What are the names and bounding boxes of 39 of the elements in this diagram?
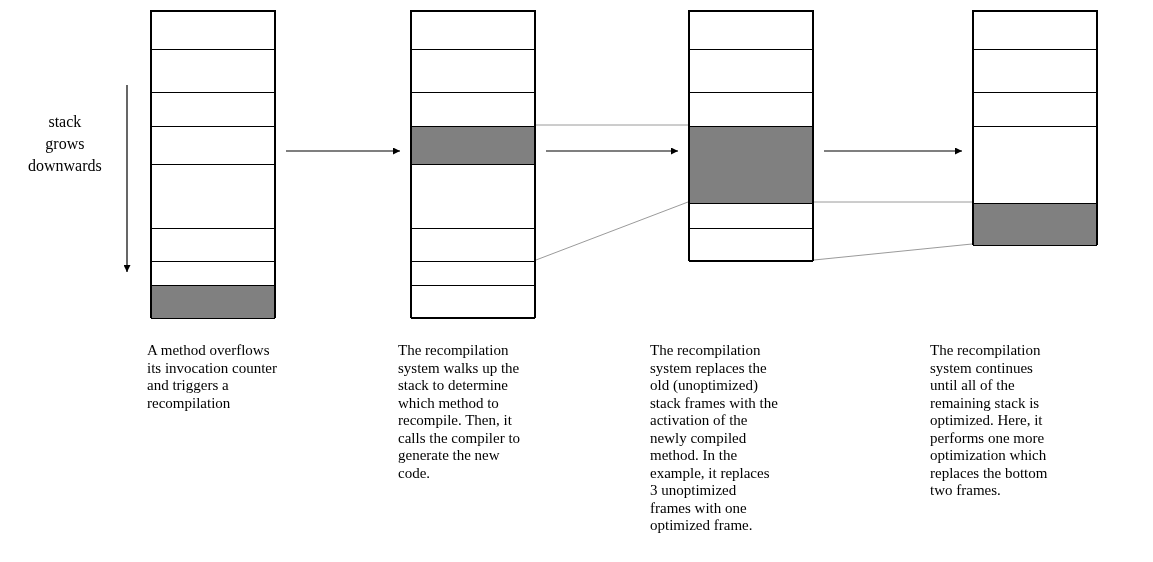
stack-frame (151, 92, 275, 127)
stack-frame (411, 11, 535, 50)
stack-frame (973, 92, 1097, 127)
caption-text: The recompilation system walks up the stack to determine which method to recompile. Then, it calls the compiler to generate the new code. (398, 342, 522, 482)
caption-text: The recompilation system replaces the old (unoptimized) stack frames with the activation of the newly compiled method. In the example, it replaces 3 unoptimized frames with one optimized frame. (650, 342, 779, 535)
highlighted-stack-frame (411, 126, 535, 165)
stack-column (150, 10, 276, 318)
stack-frame (689, 11, 813, 50)
caption-text: The recompilation system continues until all of the remaining stack is optimized. Here, it performs one more optimization which replaces the bottom two frames. (930, 342, 1049, 500)
highlighted-stack-frame (689, 126, 813, 204)
stack-frame (151, 11, 275, 50)
caption-text: A method overflows its invocation counter and triggers a recompilation (147, 342, 277, 412)
stack-frame (689, 203, 813, 229)
stack-frame (151, 228, 275, 262)
stack-frame (689, 228, 813, 262)
stack-frame (973, 11, 1097, 50)
stack-frame (151, 126, 275, 165)
highlighted-stack-frame (973, 203, 1097, 246)
stack-frame (411, 285, 535, 319)
stack-frame (411, 49, 535, 93)
stack-column (410, 10, 536, 318)
stack-frame (689, 49, 813, 93)
arrow (545, 147, 679, 155)
stack-column (972, 10, 1098, 245)
projection-line (535, 201, 689, 261)
arrow (823, 147, 963, 155)
stack-frame (973, 49, 1097, 93)
annotation-text: stack grows downwards (28, 112, 102, 176)
projection-line (813, 201, 973, 203)
projection-line (535, 124, 689, 126)
stack-frame (411, 228, 535, 262)
projection-line (813, 243, 973, 261)
stack-frame (411, 261, 535, 286)
stack-frame (151, 49, 275, 93)
stack-frame (411, 164, 535, 229)
stack-column (688, 10, 814, 261)
stack-frame (151, 164, 275, 229)
arrow (285, 147, 401, 155)
highlighted-stack-frame (151, 285, 275, 319)
